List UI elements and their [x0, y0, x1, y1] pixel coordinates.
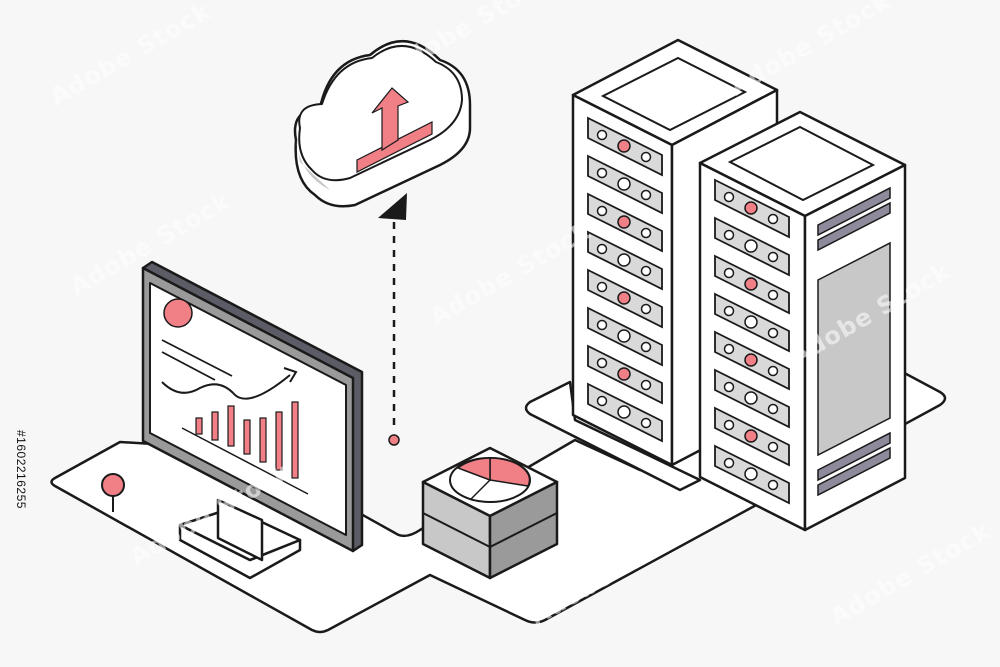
server-indicator-light: [640, 151, 652, 163]
server-indicator-light: [723, 419, 735, 431]
server-indicator-light: [617, 291, 631, 305]
server-indicator-light: [744, 201, 758, 215]
screen-avatar-dot: [163, 298, 193, 328]
server-indicator-light: [617, 405, 631, 419]
server-indicator-light: [640, 341, 652, 353]
monitor-icon: [141, 260, 364, 580]
server-indicator-light: [596, 281, 608, 293]
server-indicator-light: [617, 367, 631, 381]
server-indicator-light: [744, 429, 758, 443]
server-indicator-light: [767, 365, 779, 377]
server-indicator-light: [744, 277, 758, 291]
server-indicator-light: [723, 381, 735, 393]
stock-image-id: #1602216255: [14, 430, 28, 509]
server-indicator-light: [767, 289, 779, 301]
server-indicator-light: [596, 205, 608, 217]
cloud-upload-icon: [293, 40, 472, 208]
server-indicator-light: [596, 319, 608, 331]
server-indicator-light: [723, 191, 735, 203]
server-indicator-light: [767, 403, 779, 415]
server-indicator-light: [617, 215, 631, 229]
server-rack-icon: [698, 110, 907, 532]
server-indicator-light: [767, 213, 779, 225]
server-indicator-light: [744, 391, 758, 405]
server-indicator-light: [617, 253, 631, 267]
server-indicator-light: [617, 177, 631, 191]
server-indicator-light: [744, 315, 758, 329]
server-indicator-light: [640, 417, 652, 429]
pie-chart-box-icon: [421, 446, 559, 580]
server-indicator-light: [723, 267, 735, 279]
server-indicator-light: [596, 167, 608, 179]
server-indicator-light: [640, 189, 652, 201]
server-indicator-light: [640, 227, 652, 239]
server-indicator-light: [744, 353, 758, 367]
location-pin-icon: [101, 473, 125, 512]
server-indicator-light: [744, 467, 758, 481]
server-indicator-light: [767, 479, 779, 491]
server-indicator-light: [723, 229, 735, 241]
server-indicator-light: [640, 379, 652, 391]
server-indicator-light: [596, 129, 608, 141]
upload-connector: [378, 193, 407, 446]
server-indicator-light: [617, 329, 631, 343]
server-indicator-light: [596, 395, 608, 407]
server-indicator-light: [640, 265, 652, 277]
server-indicator-light: [723, 457, 735, 469]
server-indicator-light: [744, 239, 758, 253]
server-indicator-light: [723, 343, 735, 355]
server-indicator-light: [767, 441, 779, 453]
server-indicator-light: [617, 139, 631, 153]
server-indicator-light: [767, 327, 779, 339]
server-indicator-light: [596, 357, 608, 369]
server-indicator-light: [723, 305, 735, 317]
server-indicator-light: [596, 243, 608, 255]
server-indicator-light: [767, 251, 779, 263]
ground-platform-back: [524, 380, 702, 492]
screen-bar-chart: [195, 401, 299, 479]
server-indicator-light: [640, 303, 652, 315]
